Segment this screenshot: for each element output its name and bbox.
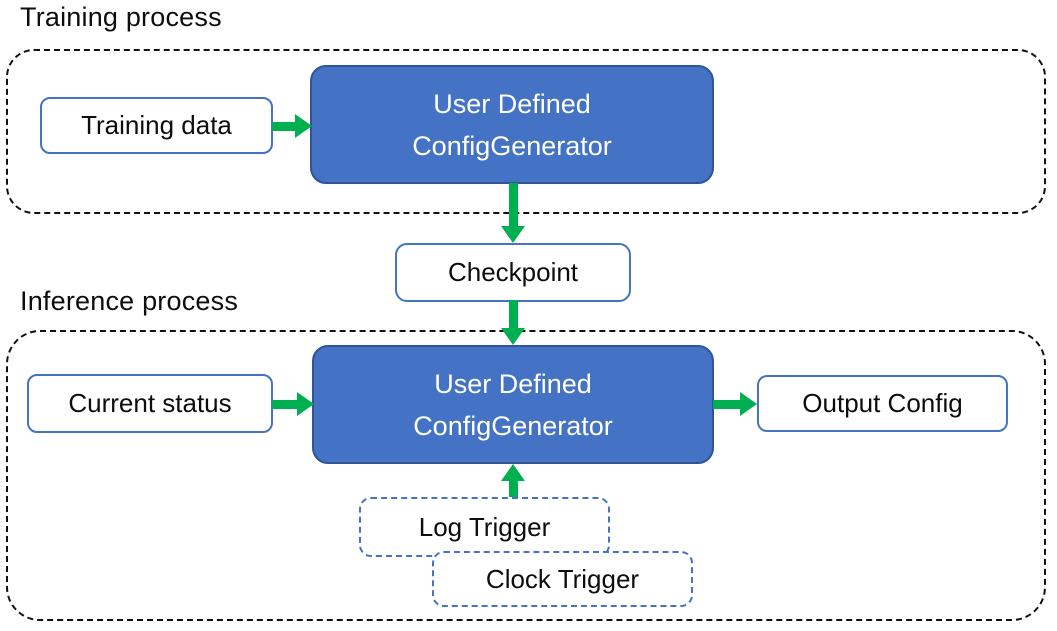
arrow-current-status-to-generator (272, 392, 314, 416)
arrow-shaft (272, 399, 297, 409)
training-process-frame (6, 49, 1046, 214)
config-generator-training-line2: ConfigGenerator (412, 130, 612, 161)
inference-process-frame (6, 330, 1046, 621)
arrow-head-right-icon (740, 392, 757, 416)
arrow-shaft (508, 183, 518, 226)
config-generator-inference-box: User Defined ConfigGenerator (312, 345, 714, 464)
inference-process-label: Inference process (20, 286, 239, 316)
arrow-triggers-to-generator (501, 464, 525, 497)
arrow-generator-to-checkpoint (501, 183, 525, 243)
arrow-head-down-icon (501, 328, 525, 345)
arrow-training-data-to-generator (272, 114, 312, 138)
checkpoint-box: Checkpoint (395, 243, 631, 302)
training-process-label: Training process (20, 2, 222, 32)
arrow-shaft (508, 481, 518, 497)
config-generator-training-box: User Defined ConfigGenerator (310, 65, 714, 184)
arrow-head-right-icon (295, 114, 312, 138)
training-data-box: Training data (40, 97, 273, 154)
config-generator-inference-line2: ConfigGenerator (413, 410, 613, 441)
output-config-box: Output Config (757, 375, 1008, 432)
arrow-head-up-icon (501, 464, 525, 481)
current-status-box: Current status (27, 374, 273, 433)
arrow-head-down-icon (501, 226, 525, 243)
arrow-shaft (713, 399, 740, 409)
config-generator-training-line1: User Defined (433, 88, 591, 119)
log-trigger-box: Log Trigger (359, 497, 610, 557)
arrow-generator-to-output-config (713, 392, 757, 416)
arrow-head-right-icon (297, 392, 314, 416)
arrow-shaft (508, 300, 518, 328)
config-generator-inference-line1: User Defined (434, 368, 592, 399)
arrow-shaft (272, 121, 295, 131)
clock-trigger-box: Clock Trigger (432, 551, 693, 607)
arrow-checkpoint-to-generator (501, 300, 525, 345)
